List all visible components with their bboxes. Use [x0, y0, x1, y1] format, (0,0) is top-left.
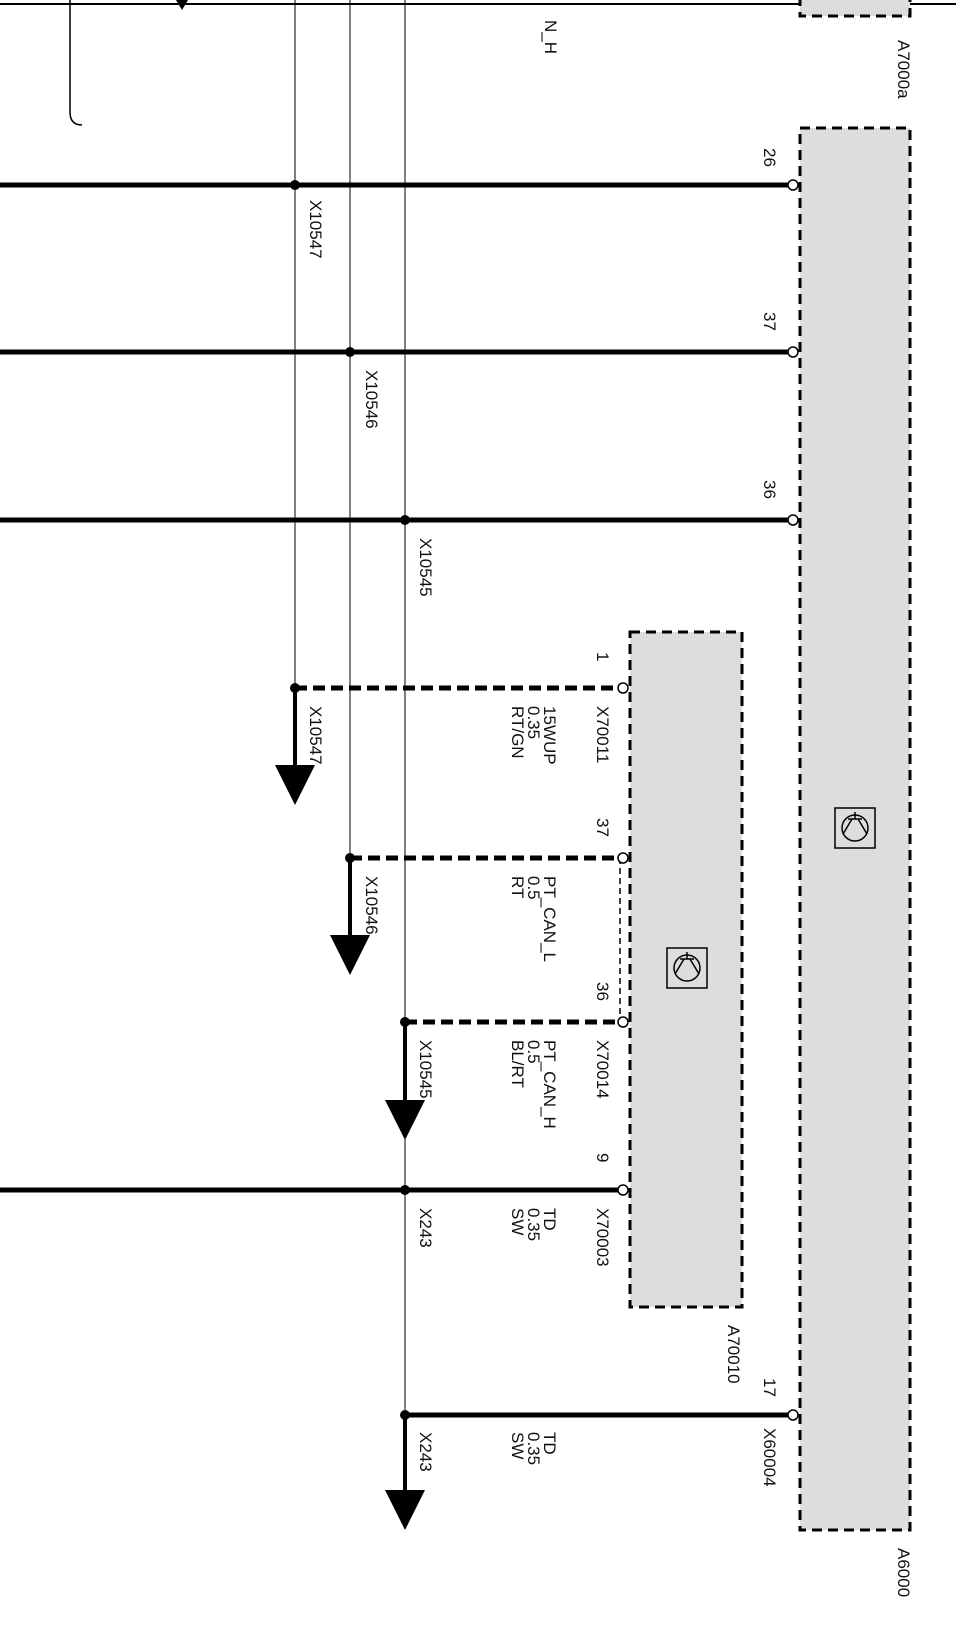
module-a70010-label: A70010 [724, 1325, 743, 1384]
wire-gauge-label: 0.35 [524, 1208, 543, 1241]
splice-label: X10545 [416, 1040, 435, 1099]
wire-color-label: RT [508, 876, 527, 898]
wire-gauge-label: 0.5 [524, 876, 543, 900]
splice-dot [290, 180, 300, 190]
splice-dot [400, 515, 410, 525]
pin-terminal [617, 1016, 629, 1028]
pin-terminal [787, 179, 799, 191]
wire-signal-label: TD [540, 1432, 559, 1455]
wire-signal-label: PT_CAN_H [540, 1040, 559, 1129]
a70010-pin-number: 1 [593, 652, 612, 661]
a6000-connector-label: X60004 [760, 1428, 779, 1487]
wire-signal-label: TD [540, 1208, 559, 1231]
pin-terminal [617, 682, 629, 694]
pin-terminal [787, 346, 799, 358]
a70010-pin-number: 37 [593, 818, 612, 837]
splice-label: X243 [416, 1208, 435, 1248]
wire-signal-label: 15WUP [540, 706, 559, 765]
a70010-connector-label: X70011 [593, 706, 612, 763]
wire-color-label: RT/GN [508, 706, 527, 759]
splice-label: X10545 [416, 538, 435, 597]
wire-signal-label: PT_CAN_L [540, 876, 559, 962]
pin-terminal [617, 852, 629, 864]
pin-terminal [617, 1184, 629, 1196]
wire-color-label: BL/RT [508, 1040, 527, 1088]
splice-label: X10547 [306, 706, 325, 765]
transistor-symbol-a70010 [666, 947, 708, 989]
a6000-pin-number: 36 [760, 480, 779, 499]
splice-label: X243 [416, 1432, 435, 1472]
top-left-bracket [69, 0, 83, 126]
wire-color-label: SW [508, 1432, 527, 1459]
module-a6000-label: A6000 [894, 1548, 913, 1597]
a70010-pin-number: 9 [593, 1153, 612, 1162]
splice-dot [345, 347, 355, 357]
a6000-pin-number: 26 [760, 148, 779, 167]
module-a7000a [798, 0, 912, 18]
top-partial-label: N_H [541, 20, 560, 54]
wire-color-label: SW [508, 1208, 527, 1235]
a6000-pin-number: 37 [760, 312, 779, 331]
wire-gauge-label: 0.35 [524, 706, 543, 739]
a70010-pin-number: 36 [593, 982, 612, 1001]
splice-label: X10547 [306, 200, 325, 259]
a70010-connector-label: X70014 [593, 1040, 612, 1099]
splice-dot [400, 1185, 410, 1195]
a6000-pin-number: 17 [760, 1378, 779, 1397]
top-arrow-tip [176, 0, 188, 10]
wire-gauge-label: 0.5 [524, 1040, 543, 1064]
pin-terminal [787, 514, 799, 526]
wire-gauge-label: 0.35 [524, 1432, 543, 1465]
transistor-symbol-a6000 [834, 807, 876, 849]
module-a7000a-label: A7000a [894, 40, 913, 99]
pin-terminal [787, 1409, 799, 1421]
a70010-connector-label: X70003 [593, 1208, 612, 1267]
splice-label: X10546 [362, 876, 381, 935]
splice-label: X10546 [362, 370, 381, 429]
